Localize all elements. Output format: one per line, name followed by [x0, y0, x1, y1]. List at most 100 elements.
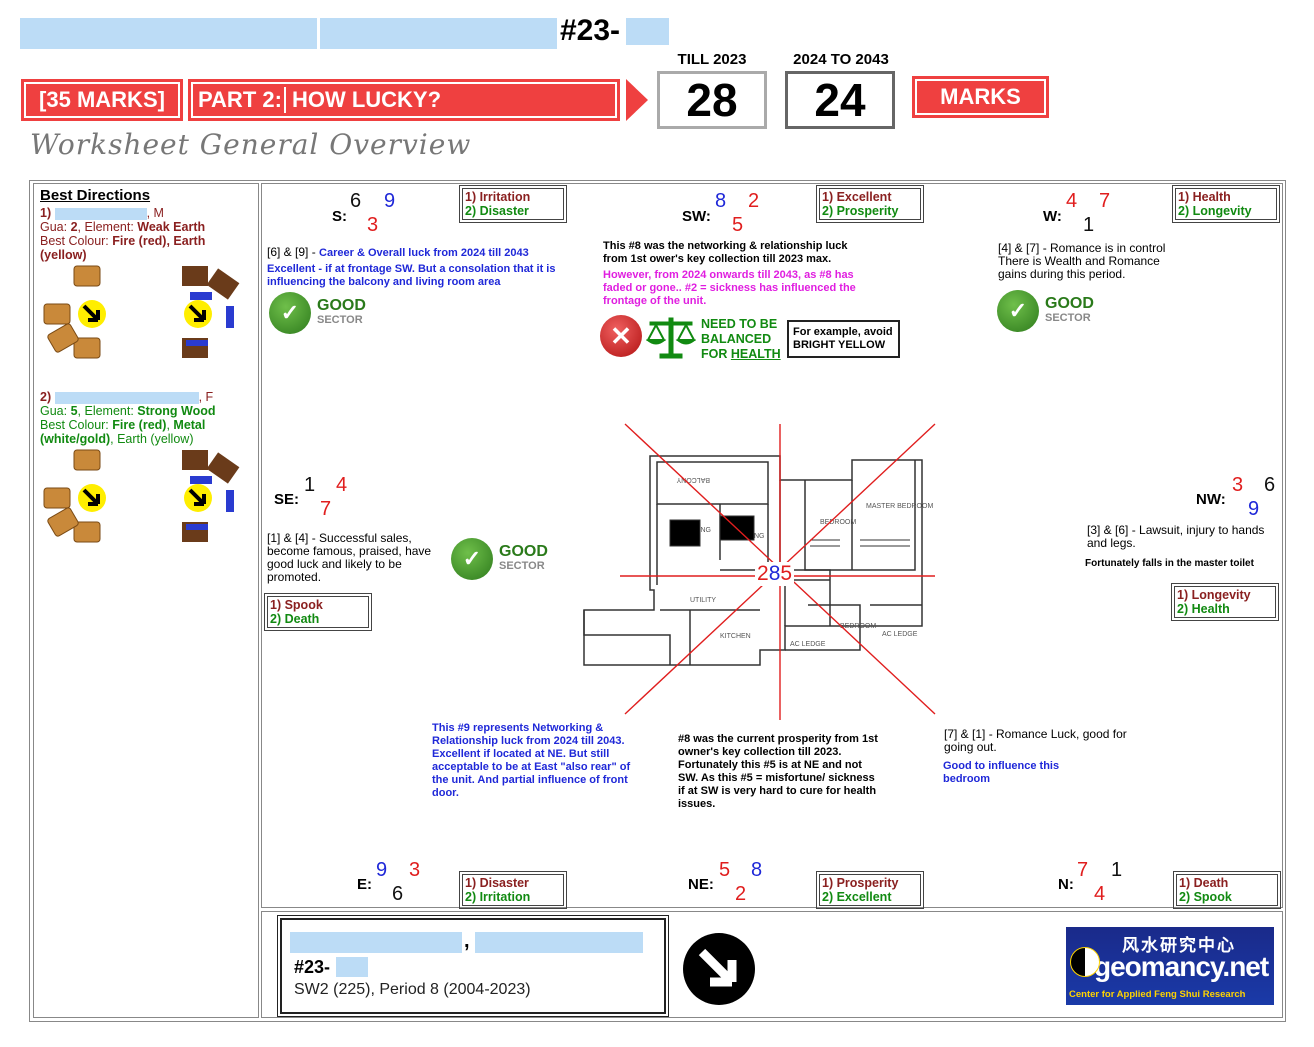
marks-word: MARKS: [940, 84, 1021, 109]
redacted-footer-unit: [336, 957, 368, 977]
sector-sw-legend-1: 1) Excellent: [822, 190, 892, 204]
center-stars: 285: [755, 562, 795, 586]
sector-se-legend-1: 1) Spook: [270, 598, 323, 612]
person-2-block: 2) , F Gua: 5, Element: Strong Wood Best…: [40, 390, 252, 446]
part-prefix: PART 2:: [198, 87, 286, 113]
sector-n-label: N:: [1058, 876, 1074, 893]
person-1-gua-label: Gua:: [40, 220, 71, 234]
plan-utility: UTILITY: [690, 597, 716, 604]
sector-nw-note: [3] & [6] - Lawsuit, injury to hands and…: [1087, 523, 1265, 550]
sector-e-star-bottom: 6: [392, 883, 404, 905]
sector-ne-legend: 1) Prosperity 2) Excellent: [816, 871, 924, 909]
geomancy-logo: 风水研究中心 geomancy.net Center for Applied F…: [1066, 927, 1274, 1005]
logo-site: geomancy.net: [1094, 951, 1269, 982]
footer-unit: #23-: [294, 957, 331, 977]
redacted-footer-2: [475, 932, 643, 953]
sector-s-star-tr: 9: [384, 190, 396, 212]
person-1-block: 1) , M Gua: 2, Element: Weak Earth Best …: [40, 206, 252, 262]
sector-n-star-tl: 7: [1077, 859, 1089, 881]
person-2-directions-icon: [43, 449, 240, 543]
arrow-right-icon: [626, 79, 648, 121]
future-label: 2024 TO 2043: [793, 51, 889, 68]
sector-ne-name: NE: [688, 876, 709, 893]
sector-w-star-bottom: 1: [1083, 214, 1095, 236]
person-1-colour-b: , Earth (yellow): [40, 234, 206, 262]
person-2-num: 2): [40, 390, 52, 404]
sector-n-star-tr: 1: [1111, 859, 1123, 881]
balance-note: NEED TO BE BALANCED FOR HEALTH: [701, 317, 781, 362]
person-2-element: Strong Wood: [137, 404, 216, 418]
good-sub-w: SECTOR: [1045, 312, 1091, 324]
sector-n-note: [7] & [1] - Romance Luck, good for going…: [944, 727, 1127, 754]
redacted-unit: [626, 18, 669, 45]
sector-nw-legend-2: 2) Health: [1177, 602, 1230, 616]
main-panel: [261, 183, 1283, 908]
sector-nw-legend-1: 1) Longevity: [1177, 588, 1251, 602]
marks-word-badge: MARKS: [912, 76, 1049, 118]
sector-s-note-line1: Career & Overall luck from 2024 till 204…: [319, 247, 529, 259]
sector-w-note: [4] & [7] - Romance is in control There …: [998, 241, 1166, 281]
sector-n-legend-2: 2) Spook: [1179, 890, 1232, 904]
sector-sw-legend-2: 2) Prosperity: [822, 204, 899, 218]
center-star-c: 5: [780, 562, 793, 585]
sector-e-star-tl: 9: [376, 859, 388, 881]
sector-e-star-tr: 3: [409, 859, 421, 881]
sector-sw-note-2: However, from 2024 onwards till 2043, as…: [603, 269, 856, 307]
redacted-address-1: [20, 18, 317, 49]
person-2-colour-c: , Earth (yellow): [110, 432, 194, 446]
logo-chinese: 风水研究中心: [1122, 936, 1236, 955]
plan-balcony: BALCONY: [676, 476, 710, 483]
check-icon: ✓: [451, 538, 493, 580]
sector-w-legend-2: 2) Longevity: [1178, 204, 1252, 218]
person-1-num: 1): [40, 206, 52, 220]
sector-nw-label: NW:: [1196, 491, 1226, 508]
check-icon: ✓: [269, 292, 311, 334]
sector-e-label: E:: [357, 876, 373, 893]
redacted-name-1: [54, 207, 147, 220]
unit-number: #23-: [560, 14, 621, 47]
sector-e-legend-2: 2) Irritation: [465, 890, 531, 904]
center-star-b: 8: [768, 562, 781, 585]
sector-ne-note: #8 was the current prosperity from 1st o…: [678, 733, 878, 810]
sector-s-star-tl: 6: [350, 190, 362, 212]
outer-frame: [29, 180, 1286, 1022]
person-1-directions-icon: [43, 265, 240, 359]
balance-scale-icon: [646, 317, 696, 359]
person-1-element-label: , Element:: [77, 220, 138, 234]
good-sub-se: SECTOR: [499, 560, 545, 572]
person-1-element: Weak Earth: [137, 220, 206, 234]
sector-se-star-bottom: 7: [320, 498, 332, 520]
sector-nw-star-bottom: 9: [1248, 498, 1260, 520]
sector-w-legend: 1) Health 2) Longevity: [1172, 185, 1280, 223]
sector-ne-label: NE:: [688, 876, 714, 893]
sector-s-note-line2: Excellent - if at frontage SW. But a con…: [267, 263, 556, 288]
footer-panel: [261, 911, 1283, 1018]
sector-ne-star-tr: 8: [751, 859, 763, 881]
sector-s-star-bottom: 3: [367, 214, 379, 236]
plan-bedroom-1: BEDROOM: [820, 519, 856, 526]
sector-e-legend: 1) Disaster 2) Irritation: [459, 871, 567, 909]
worksheet-subtitle: Worksheet General Overview: [30, 128, 472, 161]
future-score: 24: [785, 71, 895, 129]
sector-w-star-tl: 4: [1066, 190, 1078, 212]
sector-se-note: [1] & [4] - Successful sales, become fam…: [267, 531, 432, 584]
person-1-colour-label: Best Colour:: [40, 234, 113, 248]
part-title: HOW LUCKY?: [291, 87, 442, 112]
marks-badge-label: [35 MARKS]: [39, 87, 165, 112]
good-sub-s: SECTOR: [317, 314, 363, 326]
sector-nw-star-tr: 6: [1264, 474, 1276, 496]
sector-ne-star-tl: 5: [719, 859, 731, 881]
center-star-a: 2: [757, 562, 769, 585]
cross-icon: ✕: [600, 315, 642, 357]
sector-sw-star-tr: 2: [748, 190, 760, 212]
sector-sw-label: SW:: [682, 208, 711, 225]
person-2-colour-mid: ,: [166, 418, 174, 432]
redacted-name-2: [54, 391, 199, 404]
part-banner: PART 2: HOW LUCKY?: [188, 79, 620, 121]
person-2-colour-label: Best Colour:: [40, 418, 113, 432]
person-1-colour-a: Fire (red): [112, 234, 167, 248]
person-2-gua-label: Gua:: [40, 404, 71, 418]
sector-nw-subnote: Fortunately falls in the master toilet: [1085, 558, 1254, 569]
